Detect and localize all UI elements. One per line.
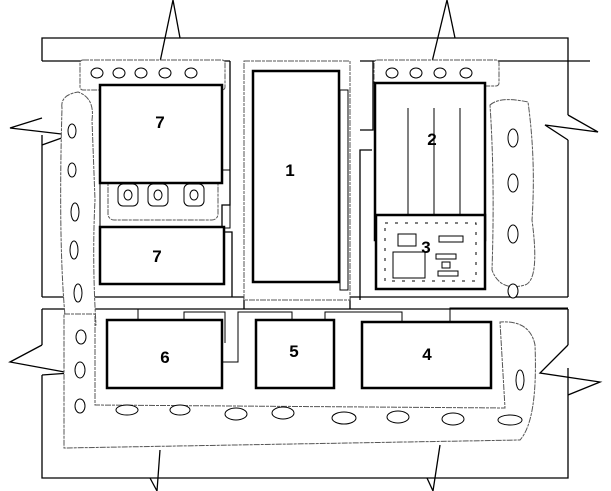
site-boundary: [41, 37, 590, 479]
building-7-top: 7: [98, 83, 224, 185]
building-4: 4: [360, 320, 493, 390]
building-label: 7: [155, 113, 164, 132]
building-6: 6: [105, 318, 224, 390]
building-label: 7: [152, 247, 161, 266]
green-strip-top-left: [79, 59, 226, 91]
building-label: 1: [285, 161, 294, 180]
building-1: 1: [251, 69, 341, 284]
building-label: 2: [427, 130, 436, 149]
building-label: 6: [160, 348, 169, 367]
break-lines: [8, 0, 603, 491]
courtyard-feature: [99, 169, 231, 229]
building-5: 5: [254, 318, 336, 390]
building-label: 3: [421, 238, 430, 257]
building-label: 5: [289, 342, 298, 361]
green-strip-bottom: [63, 313, 536, 449]
green-strip-left: [60, 91, 97, 330]
building-7-bottom: 7: [98, 225, 226, 286]
building-3: 3: [374, 213, 487, 291]
building-label: 4: [422, 345, 432, 364]
green-strip-top-right: [373, 59, 500, 87]
green-strip-right: [489, 99, 536, 299]
